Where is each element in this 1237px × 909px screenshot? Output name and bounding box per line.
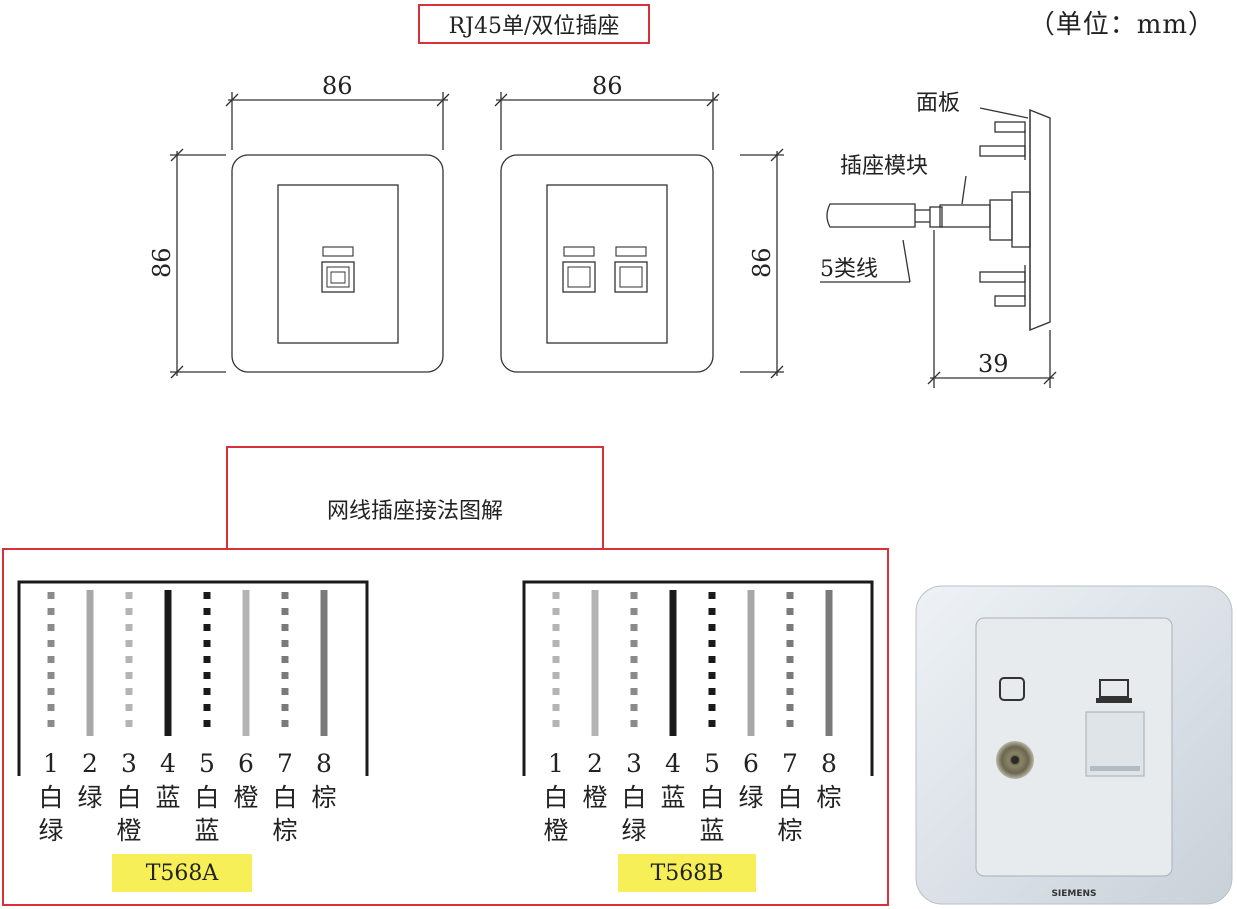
t568b-pin-color-2: 绿	[621, 816, 646, 845]
t568b-pin-color-2: 橙	[543, 816, 568, 845]
double-socket-drawing	[494, 92, 784, 379]
t568b-pin-color: 白	[543, 783, 568, 812]
t568b-pin-number: 2	[587, 749, 603, 778]
side-view-drawing	[820, 107, 1057, 388]
t568b-pin-color: 白	[621, 783, 646, 812]
t568b-bracket	[522, 580, 874, 776]
t568a-pin-number: 7	[277, 749, 293, 778]
t568a-pin-number: 6	[238, 749, 254, 778]
cable-label: 5类线	[820, 257, 878, 282]
t568a-pin-number: 4	[160, 749, 176, 778]
wiring-frame	[2, 548, 889, 906]
t568a-pin-color-2: 绿	[38, 816, 63, 845]
t568a-pin-number: 8	[316, 749, 332, 778]
t568b-pin-color: 白	[777, 783, 802, 812]
t568a-pin-color: 棕	[311, 783, 336, 812]
t568b-pin-color-2: 蓝	[699, 816, 724, 845]
t568a-pin-number: 3	[121, 749, 137, 778]
t568a-pin-color: 橙	[233, 783, 258, 812]
t568a-pin-color: 绿	[77, 783, 102, 812]
diagram-title: RJ45单/双位插座	[418, 4, 650, 44]
t568b-pin-number: 8	[821, 749, 837, 778]
rj45-port	[1085, 711, 1145, 777]
brand-label: SIEMENS	[1051, 889, 1096, 899]
t568a-label: T568A	[112, 854, 252, 892]
t568b-pin-number: 4	[665, 749, 681, 778]
single-socket-drawing	[170, 92, 450, 379]
single-height-dim: 86	[148, 247, 176, 278]
t568b-pin-number: 1	[548, 749, 564, 778]
t568a-pin-color: 蓝	[155, 783, 180, 812]
socket-drawings: 86 86 86 86 39 面板 插座模块 5类线	[148, 72, 1057, 388]
socket-photo: SIEMENS	[915, 585, 1233, 905]
t568b-pin-color: 棕	[816, 783, 841, 812]
t568b-pin-number: 6	[743, 749, 759, 778]
t568a-pin-number: 1	[43, 749, 59, 778]
panel-label: 面板	[916, 91, 960, 116]
t568a-bracket	[17, 580, 369, 776]
t568a-pin-color-2: 橙	[116, 816, 141, 845]
t568b-pin-color-2: 棕	[777, 816, 802, 845]
t568a-pin-color-2: 棕	[272, 816, 297, 845]
single-width-dim: 86	[322, 72, 353, 100]
unit-note: （单位：mm）	[1028, 10, 1215, 40]
phone-icon	[999, 677, 1025, 701]
t568a-pin-color: 白	[194, 783, 219, 812]
module-label: 插座模块	[840, 154, 928, 179]
t568a-pin-color: 白	[38, 783, 63, 812]
wiring-title: 网线插座接法图解	[226, 446, 604, 550]
t568a-pin-number: 5	[199, 749, 215, 778]
double-height-dim: 86	[748, 247, 776, 278]
t568b-pin-color: 绿	[738, 783, 763, 812]
computer-icon	[1099, 679, 1129, 698]
t568b-pin-number: 3	[626, 749, 642, 778]
t568a-pin-number: 2	[82, 749, 98, 778]
t568a-pin-color: 白	[116, 783, 141, 812]
t568a-pin-color: 白	[272, 783, 297, 812]
double-width-dim: 86	[592, 72, 623, 100]
t568b-label: T568B	[618, 854, 756, 892]
t568b-pin-color: 白	[699, 783, 724, 812]
t568b-pin-number: 7	[782, 749, 798, 778]
t568a-pin-color-2: 蓝	[194, 816, 219, 845]
t568b-pin-color: 蓝	[660, 783, 685, 812]
t568b-pin-color: 橙	[582, 783, 607, 812]
side-depth-dim: 39	[978, 350, 1009, 378]
t568b-pin-number: 5	[704, 749, 720, 778]
